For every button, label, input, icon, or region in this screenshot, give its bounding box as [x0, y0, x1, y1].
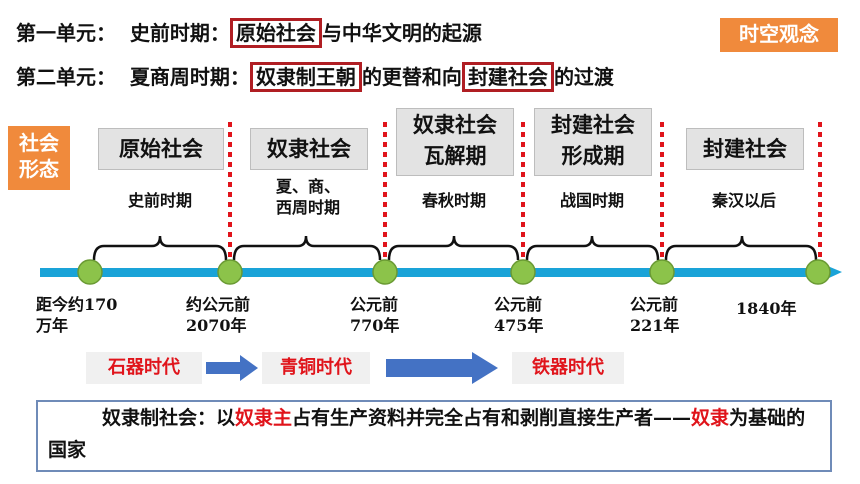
stage-4-line2: 形成期: [561, 143, 625, 168]
timeline-graphic: [40, 122, 842, 285]
unit1-prefix: 第一单元：: [16, 21, 116, 45]
unit2-period: 夏商周时期：: [129, 65, 250, 89]
brace-1: [92, 235, 228, 261]
node-4: [510, 259, 536, 285]
period-prehistoric: 史前时期: [127, 191, 192, 210]
unit1-highlight: 原始社会: [229, 18, 322, 48]
definition-term-slave: 奴隶: [691, 407, 730, 429]
stage-slave-society: 奴隶社会: [250, 128, 368, 170]
date-5: 公元前 221年: [630, 294, 679, 336]
stage-slave-society-collapse: 奴隶社会 瓦解期: [396, 108, 514, 176]
social-form-label: 社会 形态: [8, 126, 70, 190]
period-2-line2: 西周时期: [275, 198, 340, 217]
date-6-line1: 1840年: [736, 299, 797, 318]
date-2: 约公元前 2070年: [186, 294, 250, 336]
era-arrow-2: [386, 352, 498, 384]
date-5-line1: 公元前: [630, 295, 679, 314]
unit2-suffix: 的过渡: [553, 65, 614, 89]
unit1-period: 史前时期：: [129, 21, 230, 45]
date-1: 距今约170 万年: [36, 294, 117, 336]
era-iron-age: 铁器时代: [512, 352, 624, 384]
unit2-middle: 的更替和向: [361, 65, 462, 89]
unit1-line: 第一单元： 史前时期：原始社会与中华文明的起源: [16, 18, 482, 48]
stage-4-line1: 封建社会: [551, 112, 635, 137]
arrow-shape-2: [386, 352, 498, 384]
stage-3-line1: 奴隶社会: [413, 112, 497, 137]
unit1-suffix: 与中华文明的起源: [321, 21, 482, 45]
unit2-line: 第二单元： 夏商周时期：奴隶制王朝的更替和向封建社会的过渡: [16, 62, 614, 92]
stage-3-line2: 瓦解期: [423, 143, 487, 168]
definition-middle: 占有生产资料并完全占有和剥削直接生产者——: [292, 407, 692, 429]
date-3-line1: 公元前: [350, 295, 399, 314]
period-qin-han-after: 秦汉以后: [711, 191, 776, 210]
node-2: [217, 259, 243, 285]
date-3-line2: 770年: [350, 316, 400, 335]
definition-text: 奴隶制社会：以奴隶主占有生产资料并完全占有和剥削直接生产者——奴隶为基础的国家: [48, 402, 820, 466]
brace-4: [525, 235, 660, 261]
date-3: 公元前 770年: [350, 294, 399, 336]
arrow-shape-1: [206, 355, 258, 381]
era-arrow-1: [206, 355, 258, 381]
date-4-line1: 公元前: [494, 295, 543, 314]
date-5-line2: 221年: [630, 316, 680, 335]
date-2-line1: 约公元前: [186, 295, 251, 314]
node-3: [372, 259, 398, 285]
date-1-line2: 万年: [36, 316, 69, 335]
unit2-highlight-2: 封建社会: [461, 62, 554, 92]
definition-prefix: 奴隶制社会：以: [102, 407, 236, 429]
date-4-line2: 475年: [494, 316, 544, 335]
period-2-line1: 夏、商、: [275, 177, 340, 196]
stage-feudal-formation: 封建社会 形成期: [534, 108, 652, 176]
brace-3: [387, 235, 520, 261]
unit2-highlight-1: 奴隶制王朝: [249, 62, 362, 92]
brace-2: [232, 235, 382, 261]
definition-term-slaveowner: 奴隶主: [235, 407, 293, 429]
node-6: [805, 259, 831, 285]
date-4: 公元前 475年: [494, 294, 543, 336]
date-1-line1: 距今约170: [36, 295, 118, 314]
timeline-bar: [40, 268, 820, 277]
side-label-line1: 社会: [19, 131, 59, 155]
stage-feudal-society: 封建社会: [686, 128, 804, 170]
topic-badge: 时空观念: [720, 18, 838, 52]
brace-5: [664, 235, 818, 261]
node-1: [77, 259, 103, 285]
date-2-line2: 2070年: [186, 316, 247, 335]
period-xia-shang-zhou: 夏、商、 西周时期: [250, 176, 366, 218]
date-6: 1840年: [736, 298, 797, 319]
side-label-line2: 形态: [19, 157, 59, 181]
definition-suffix: 为基础的国家: [48, 407, 806, 461]
era-stone-age: 石器时代: [86, 352, 202, 384]
node-5: [649, 259, 675, 285]
stage-primitive-society: 原始社会: [98, 128, 224, 170]
definition-box: 奴隶制社会：以奴隶主占有生产资料并完全占有和剥削直接生产者——奴隶为基础的国家: [36, 400, 832, 472]
period-warring-states: 战国时期: [559, 191, 624, 210]
era-bronze-age: 青铜时代: [262, 352, 370, 384]
unit2-prefix: 第二单元：: [16, 65, 116, 89]
period-spring-autumn: 春秋时期: [421, 191, 486, 210]
